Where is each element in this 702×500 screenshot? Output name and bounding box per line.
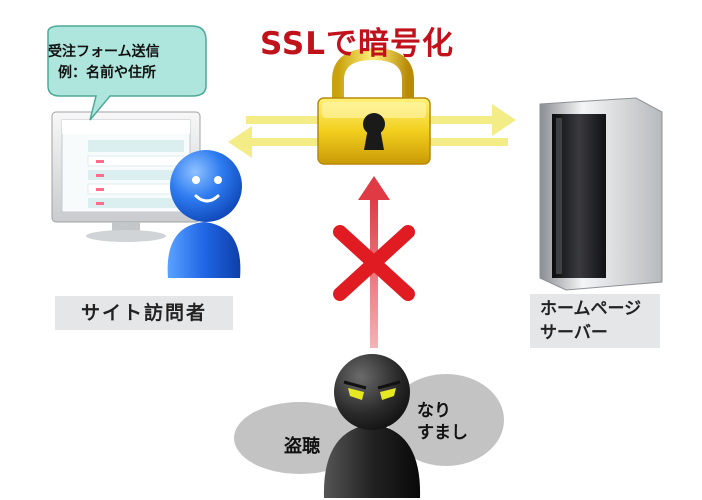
- bubble-line-1: 受注フォーム送信: [48, 44, 160, 60]
- cross-mark-icon: [333, 225, 415, 301]
- wiretap-label: 盗聴: [284, 436, 320, 457]
- attacker-avatar: [323, 354, 421, 498]
- server-label-line-2: サーバー: [540, 323, 608, 343]
- spoof-bubble: [388, 374, 504, 466]
- padlock-icon: [317, 47, 431, 165]
- blocked-arrow: [358, 176, 390, 348]
- diagram-title: SSLで暗号化: [260, 26, 455, 62]
- spoof-label: なり すまし: [417, 400, 468, 444]
- speech-bubble-text: 受注フォーム送信 例：名前や住所: [48, 42, 186, 84]
- visitor-label: サイト訪問者: [55, 296, 233, 330]
- speech-bubble: [47, 25, 207, 121]
- spoof-label-line-1: なり: [417, 401, 451, 421]
- server-label: ホームページ サーバー: [530, 294, 660, 348]
- server-icon: [539, 97, 663, 291]
- server-label-line-1: ホームページ: [540, 299, 642, 319]
- form-preview: [87, 140, 185, 208]
- monitor-icon: [51, 111, 201, 242]
- spoof-label-line-2: すまし: [417, 423, 468, 443]
- visitor-avatar: [167, 150, 242, 278]
- bubble-line-2: 例：名前や住所: [58, 65, 156, 81]
